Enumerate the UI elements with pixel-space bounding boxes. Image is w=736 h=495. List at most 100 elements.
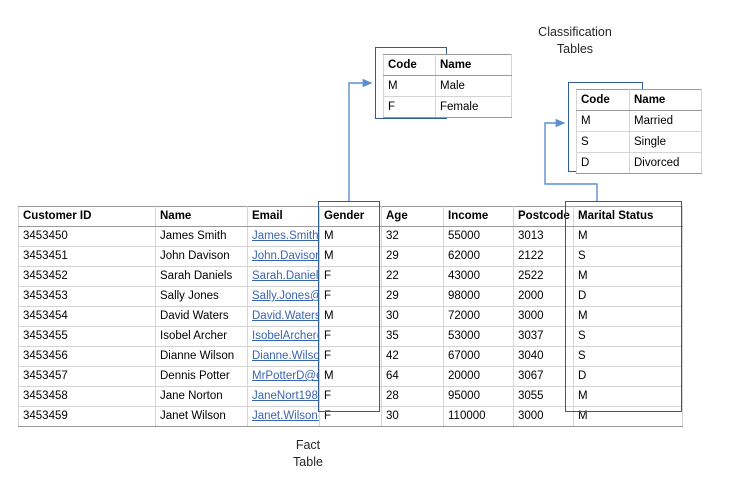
cell-age: 32 — [381, 226, 444, 247]
cell-customer-id: 3453457 — [18, 366, 156, 387]
cell-customer-id: 3453451 — [18, 246, 156, 267]
cell-gender: M — [319, 246, 382, 267]
cell-name: Dennis Potter — [155, 366, 248, 387]
cell-name: Isobel Archer — [155, 326, 248, 347]
cell-code: D — [576, 152, 630, 174]
cell-gender: F — [319, 326, 382, 347]
cell-name: David Waters — [155, 306, 248, 327]
cell-postcode: 3067 — [513, 366, 574, 387]
cell-customer-id: 3453450 — [18, 226, 156, 247]
cell-age: 35 — [381, 326, 444, 347]
cell-gender: F — [319, 286, 382, 307]
cell-email[interactable]: Janet.Wilson@ — [247, 406, 320, 427]
cell-age: 42 — [381, 346, 444, 367]
cell-name: Female — [435, 96, 512, 118]
connector-gender — [348, 78, 373, 201]
cell-name: Janet Wilson — [155, 406, 248, 427]
cell-email[interactable]: Dianne.Wilson — [247, 346, 320, 367]
table-header-row: Code Name — [576, 89, 702, 111]
cell-gender: M — [319, 306, 382, 327]
cell-email[interactable]: Sarah.Daniels@ — [247, 266, 320, 287]
column-header-code: Code — [576, 89, 630, 111]
cell-gender: M — [319, 366, 382, 387]
cell-name: Single — [629, 131, 702, 153]
cell-income: 43000 — [443, 266, 514, 287]
cell-code: M — [576, 110, 630, 132]
cell-email[interactable]: Sally.Jones@g — [247, 286, 320, 307]
cell-marital-status: M — [573, 226, 683, 247]
cell-name: Sally Jones — [155, 286, 248, 307]
column-header-name: Name — [629, 89, 702, 111]
cell-email[interactable]: IsobelArcher@ — [247, 326, 320, 347]
cell-name: Dianne Wilson — [155, 346, 248, 367]
cell-marital-status: M — [573, 306, 683, 327]
cell-postcode: 3055 — [513, 386, 574, 407]
cell-marital-status: S — [573, 246, 683, 267]
cell-name: Sarah Daniels — [155, 266, 248, 287]
cell-age: 30 — [381, 306, 444, 327]
cell-marital-status: S — [573, 326, 683, 347]
cell-age: 29 — [381, 246, 444, 267]
column-header-name: Name — [435, 54, 512, 76]
column-header-gender: Gender — [319, 206, 382, 227]
cell-marital-status: M — [573, 386, 683, 407]
column-header-name: Name — [155, 206, 248, 227]
cell-marital-status: M — [573, 266, 683, 287]
cell-email[interactable]: James.Smith@ — [247, 226, 320, 247]
cell-customer-id: 3453455 — [18, 326, 156, 347]
cell-email[interactable]: John.Davison@ — [247, 246, 320, 267]
cell-name: Jane Norton — [155, 386, 248, 407]
column-header-customer-id: Customer ID — [18, 206, 156, 227]
cell-gender: F — [319, 406, 382, 427]
cell-code: M — [383, 75, 436, 97]
cell-marital-status: D — [573, 286, 683, 307]
column-header-postcode: Postcode — [513, 206, 574, 227]
cell-email[interactable]: David.Waters@ — [247, 306, 320, 327]
cell-customer-id: 3453452 — [18, 266, 156, 287]
table-row: D Divorced — [576, 152, 702, 174]
cell-postcode: 3000 — [513, 306, 574, 327]
cell-postcode: 3040 — [513, 346, 574, 367]
fact-table: Customer ID Name Email Gender Age Income… — [18, 206, 683, 427]
cell-email[interactable]: JaneNort1987@ — [247, 386, 320, 407]
cell-name: Divorced — [629, 152, 702, 174]
table-row: S Single — [576, 131, 702, 153]
gender-classification-table: Code Name M Male F Female — [383, 54, 512, 118]
marital-classification-table: Code Name M Married S Single D Divorced — [576, 89, 702, 174]
cell-name: Male — [435, 75, 512, 97]
cell-postcode: 3037 — [513, 326, 574, 347]
table-header-row: Customer ID Name Email Gender Age Income… — [18, 206, 683, 227]
cell-marital-status: M — [573, 406, 683, 427]
cell-income: 95000 — [443, 386, 514, 407]
table-row: M Male — [383, 75, 512, 97]
cell-customer-id: 3453456 — [18, 346, 156, 367]
cell-customer-id: 3453458 — [18, 386, 156, 407]
cell-income: 72000 — [443, 306, 514, 327]
cell-postcode: 2000 — [513, 286, 574, 307]
column-header-age: Age — [381, 206, 444, 227]
cell-gender: F — [319, 386, 382, 407]
cell-income: 53000 — [443, 326, 514, 347]
cell-name: John Davison — [155, 246, 248, 267]
cell-age: 28 — [381, 386, 444, 407]
cell-age: 22 — [381, 266, 444, 287]
cell-age: 64 — [381, 366, 444, 387]
cell-postcode: 3000 — [513, 406, 574, 427]
column-header-income: Income — [443, 206, 514, 227]
cell-income: 55000 — [443, 226, 514, 247]
cell-email[interactable]: MrPotterD@d — [247, 366, 320, 387]
fact-table-caption: Fact Table — [293, 438, 323, 469]
table-header-row: Code Name — [383, 54, 512, 76]
cell-marital-status: S — [573, 346, 683, 367]
cell-customer-id: 3453459 — [18, 406, 156, 427]
